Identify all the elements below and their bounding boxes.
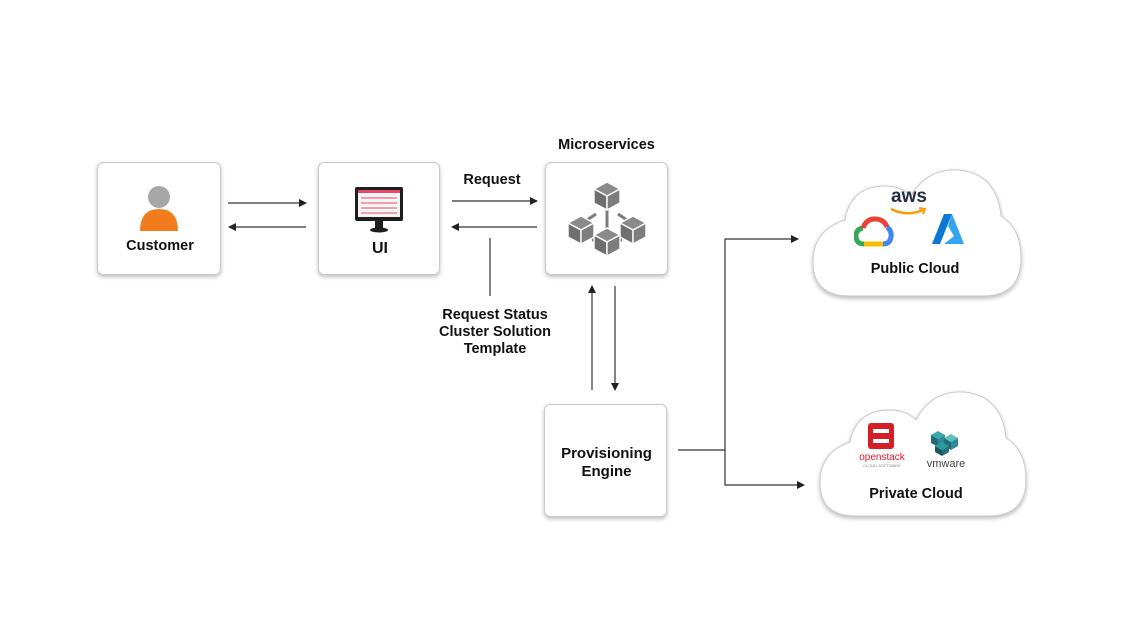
private-cloud-label: Private Cloud	[869, 486, 963, 502]
request-edge-label: Request	[463, 172, 521, 188]
arrow-to-private-cloud	[724, 450, 805, 489]
ui-node: UI	[318, 162, 440, 275]
private-cloud-shape	[819, 391, 1027, 517]
openstack-logo-text: openstack	[859, 452, 905, 463]
provisioning-label-line1: Provisioning	[561, 445, 652, 462]
azure-icon	[932, 214, 964, 244]
arrow-to-public-cloud	[724, 235, 799, 450]
customer-node: Customer	[97, 162, 221, 275]
public-cloud-label: Public Cloud	[870, 261, 960, 277]
microservices-label: Microservices	[558, 137, 655, 153]
aws-smile-icon	[890, 207, 927, 215]
public-cloud-shape	[812, 169, 1022, 297]
vmware-logo-text: vmware	[926, 458, 966, 470]
openstack-logo-icon	[868, 423, 894, 449]
openstack-logo-subtext: CLOUD SOFTWARE	[863, 463, 901, 468]
aws-logo-text: aws	[891, 186, 927, 207]
provisioning-label-line2: Engine	[581, 463, 632, 480]
microservices-cubes-icon	[567, 181, 647, 257]
status-edge-label-line3: Template	[463, 341, 527, 357]
customer-label: Customer	[126, 238, 194, 254]
vmware-logo-icon	[931, 431, 958, 456]
ui-label: UI	[372, 240, 388, 257]
provisioning-engine-node: Provisioning Engine	[544, 404, 667, 517]
status-edge-label-line2: Cluster Solution	[439, 324, 551, 340]
customer-user-icon	[140, 186, 178, 231]
monitor-icon	[355, 187, 403, 233]
microservices-node	[545, 162, 668, 275]
google-cloud-icon	[854, 216, 894, 247]
status-edge-label-line1: Request Status	[442, 307, 548, 323]
